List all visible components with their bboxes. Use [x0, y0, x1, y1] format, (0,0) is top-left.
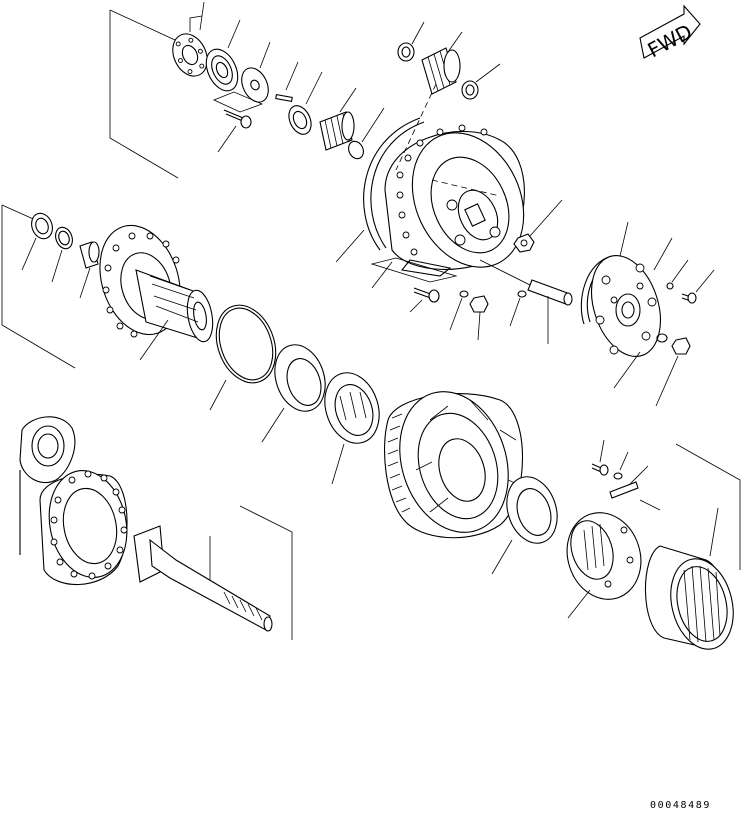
- o-ring-large: [363, 117, 421, 251]
- oil-seal: [31, 212, 53, 240]
- flange-plate: [172, 33, 208, 77]
- axle-housing: [19, 416, 128, 586]
- planet-gear-set: [397, 21, 501, 100]
- o-ring-mid: [209, 304, 277, 411]
- thrust-washer: [241, 67, 269, 103]
- fwd-label: FWD: [644, 19, 696, 62]
- brake-fasteners: [591, 439, 649, 499]
- brake-hub: [566, 512, 642, 619]
- end-cover-assembly: [580, 221, 715, 407]
- half-shaft: [133, 505, 293, 640]
- bearing-cone-right: [491, 476, 558, 575]
- group-bracket-line: [109, 10, 179, 179]
- pin: [275, 94, 293, 102]
- bearing-cone-mid: [324, 372, 380, 485]
- bearing-small: [205, 48, 239, 92]
- fastener-row: [370, 257, 573, 344]
- bushing: [79, 241, 100, 269]
- top-left-parts-group: [109, 1, 385, 179]
- fwd-direction-arrow: FWD: [639, 4, 701, 62]
- snap-ring: [348, 140, 364, 160]
- left-seal-group: [1, 204, 100, 369]
- planet-cone-right: [461, 80, 479, 100]
- wheel-hub-ring-gear: [383, 391, 523, 539]
- housing-nut: [513, 199, 563, 253]
- spindle-hub: [99, 224, 214, 361]
- planet-cone-left: [397, 42, 415, 62]
- catalog-number: 00048489: [650, 800, 711, 811]
- planetary-carrier-housing: [363, 83, 561, 301]
- brake-drum: [639, 443, 741, 650]
- bolt-small: [223, 109, 252, 129]
- bearing-cup: [288, 105, 312, 135]
- seal-ring: [55, 226, 73, 250]
- needle-bearing: [319, 111, 355, 151]
- bearing-cup-mid: [261, 344, 326, 443]
